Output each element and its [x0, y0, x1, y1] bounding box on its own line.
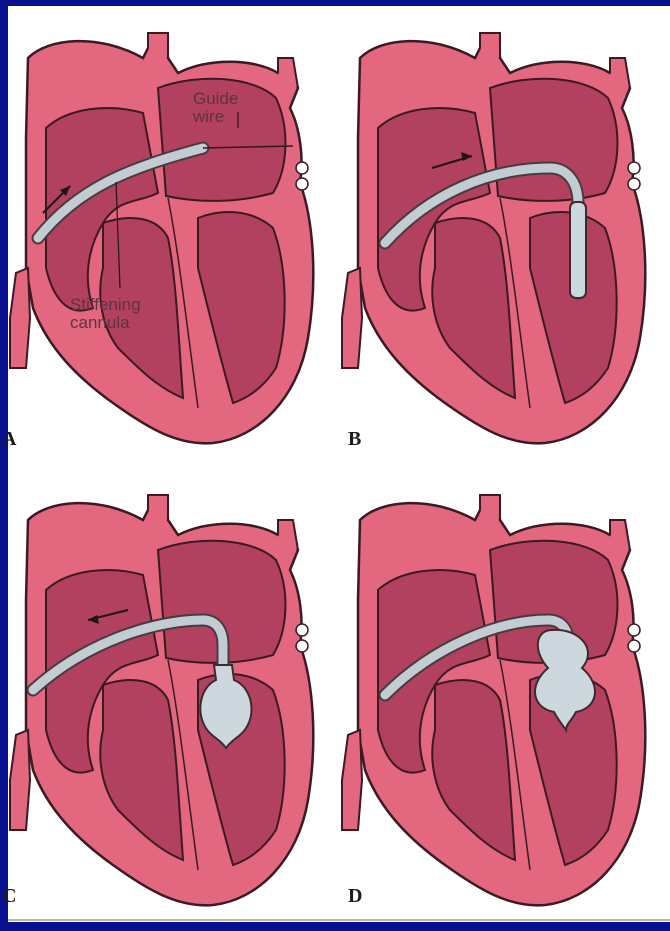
panel-c: C — [8, 480, 338, 930]
left-atrium — [490, 79, 617, 201]
panel-letter-c: C — [2, 885, 16, 908]
vessel-dot — [296, 162, 308, 174]
vena-cava — [342, 730, 362, 830]
panel-letter-b: B — [348, 428, 361, 451]
panel-letter-d: D — [348, 885, 362, 908]
panel-a: Guide wire Stiffening cannula A — [8, 18, 338, 468]
stiffening-cannula-label: Stiffening cannula — [70, 296, 141, 332]
vessel-dot — [296, 624, 308, 636]
bottom-rule — [8, 919, 670, 921]
vessel-dot — [628, 162, 640, 174]
vessel-dot — [628, 178, 640, 190]
vessel-dot — [628, 640, 640, 652]
guide-wire-label: Guide wire — [193, 90, 238, 126]
heart-diagram-b — [340, 18, 670, 468]
heart-diagram-c — [8, 480, 338, 930]
panel-d: D — [340, 480, 670, 930]
panel-b: B — [340, 18, 670, 468]
balloon-deflated-b — [570, 202, 586, 298]
vena-cava — [342, 268, 362, 368]
heart-diagram-d — [340, 480, 670, 930]
heart-diagram-a — [8, 18, 338, 468]
vena-cava — [10, 730, 30, 830]
figure-frame: Guide wire Stiffening cannula A B C — [8, 6, 670, 922]
vessel-dot — [296, 640, 308, 652]
heart-c — [10, 495, 313, 905]
heart-a — [10, 33, 313, 443]
vena-cava — [10, 268, 30, 368]
vessel-dot — [296, 178, 308, 190]
vessel-dot — [628, 624, 640, 636]
panel-letter-a: A — [2, 428, 16, 451]
